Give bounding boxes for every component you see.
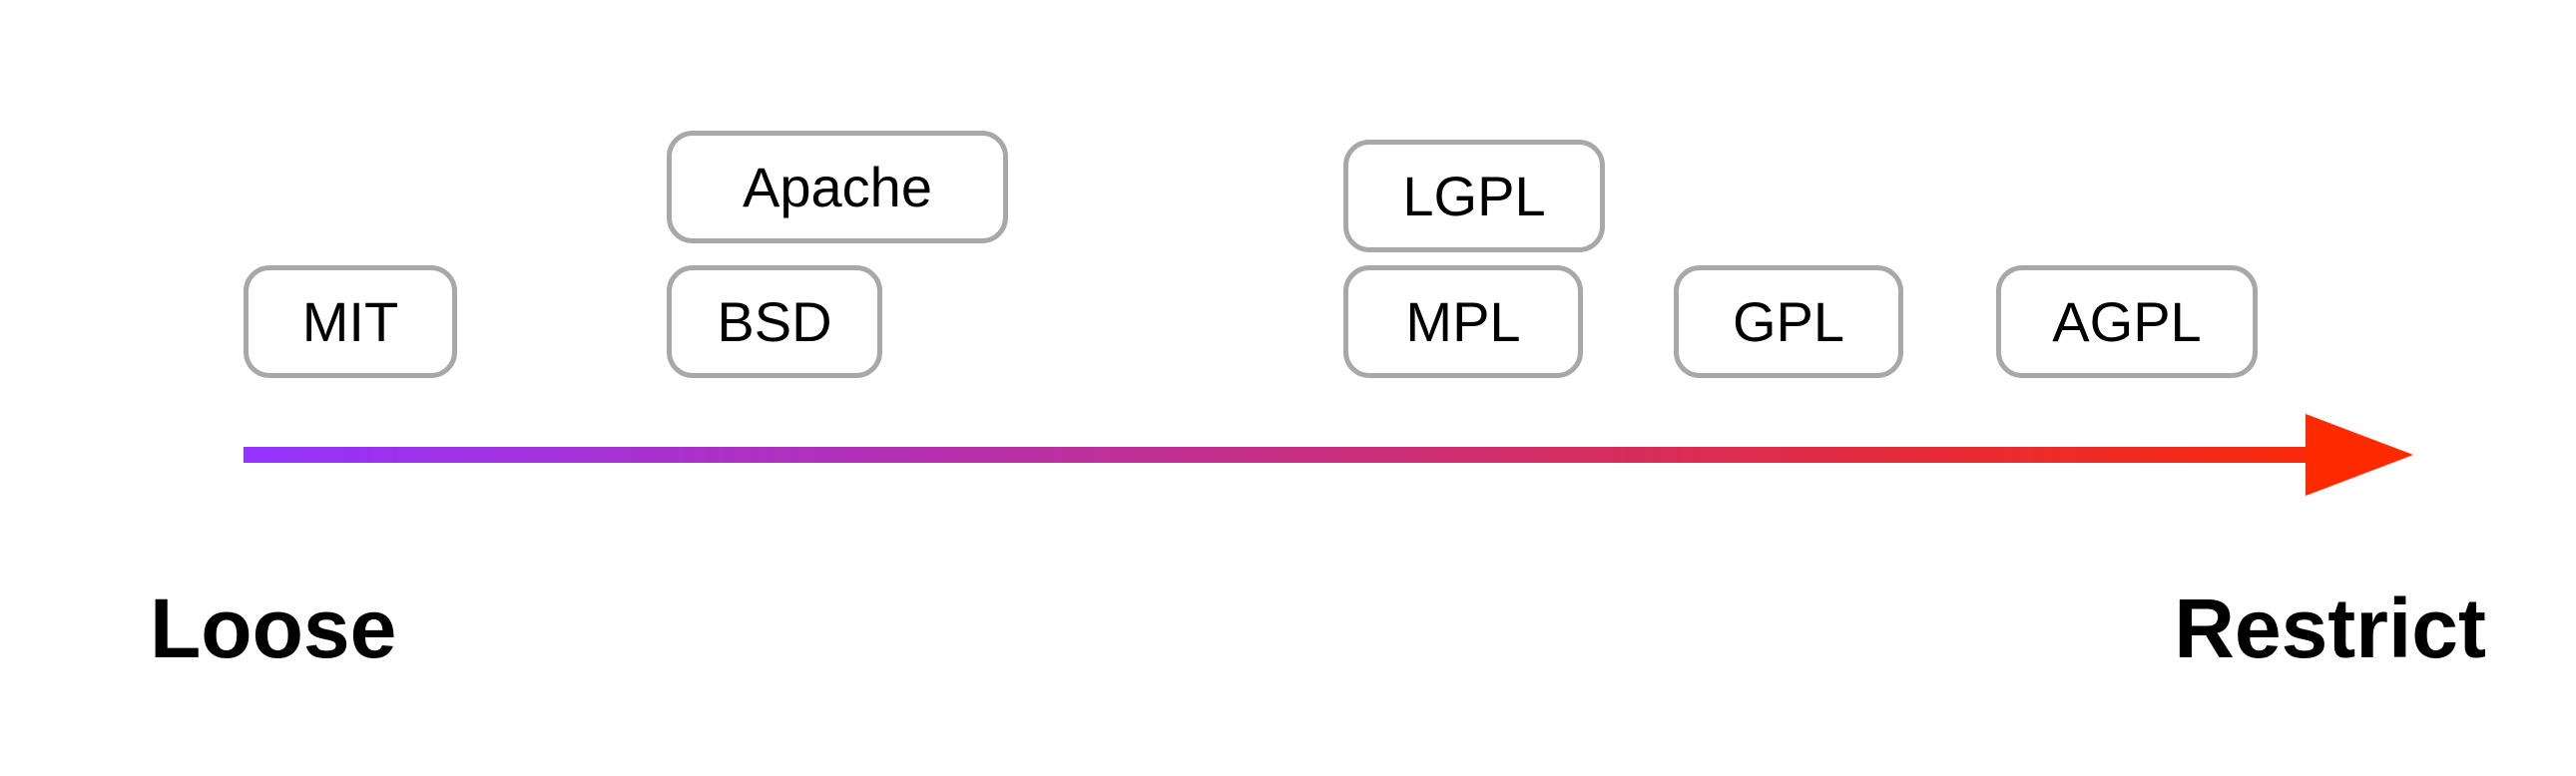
license-label-agpl: AGPL [2052, 289, 2202, 353]
arrow-shaft [244, 447, 2321, 463]
restrict-label: Restrict [2174, 582, 2486, 675]
license-label-mpl: MPL [1405, 289, 1521, 353]
license-box-bsd: BSD [667, 265, 882, 378]
license-box-agpl: AGPL [1996, 265, 2258, 378]
license-label-mit: MIT [301, 289, 399, 353]
loose-label: Loose [150, 582, 397, 675]
license-box-gpl: GPL [1674, 265, 1903, 378]
license-box-apache: Apache [667, 131, 1008, 243]
license-box-lgpl: LGPL [1343, 140, 1605, 252]
license-box-mpl: MPL [1343, 265, 1583, 378]
license-label-bsd: BSD [717, 289, 832, 353]
license-box-mit: MIT [244, 265, 457, 378]
arrow-head [2306, 414, 2413, 496]
license-label-lgpl: LGPL [1402, 164, 1546, 227]
license-label-gpl: GPL [1732, 289, 1845, 353]
license-label-apache: Apache [743, 155, 932, 218]
